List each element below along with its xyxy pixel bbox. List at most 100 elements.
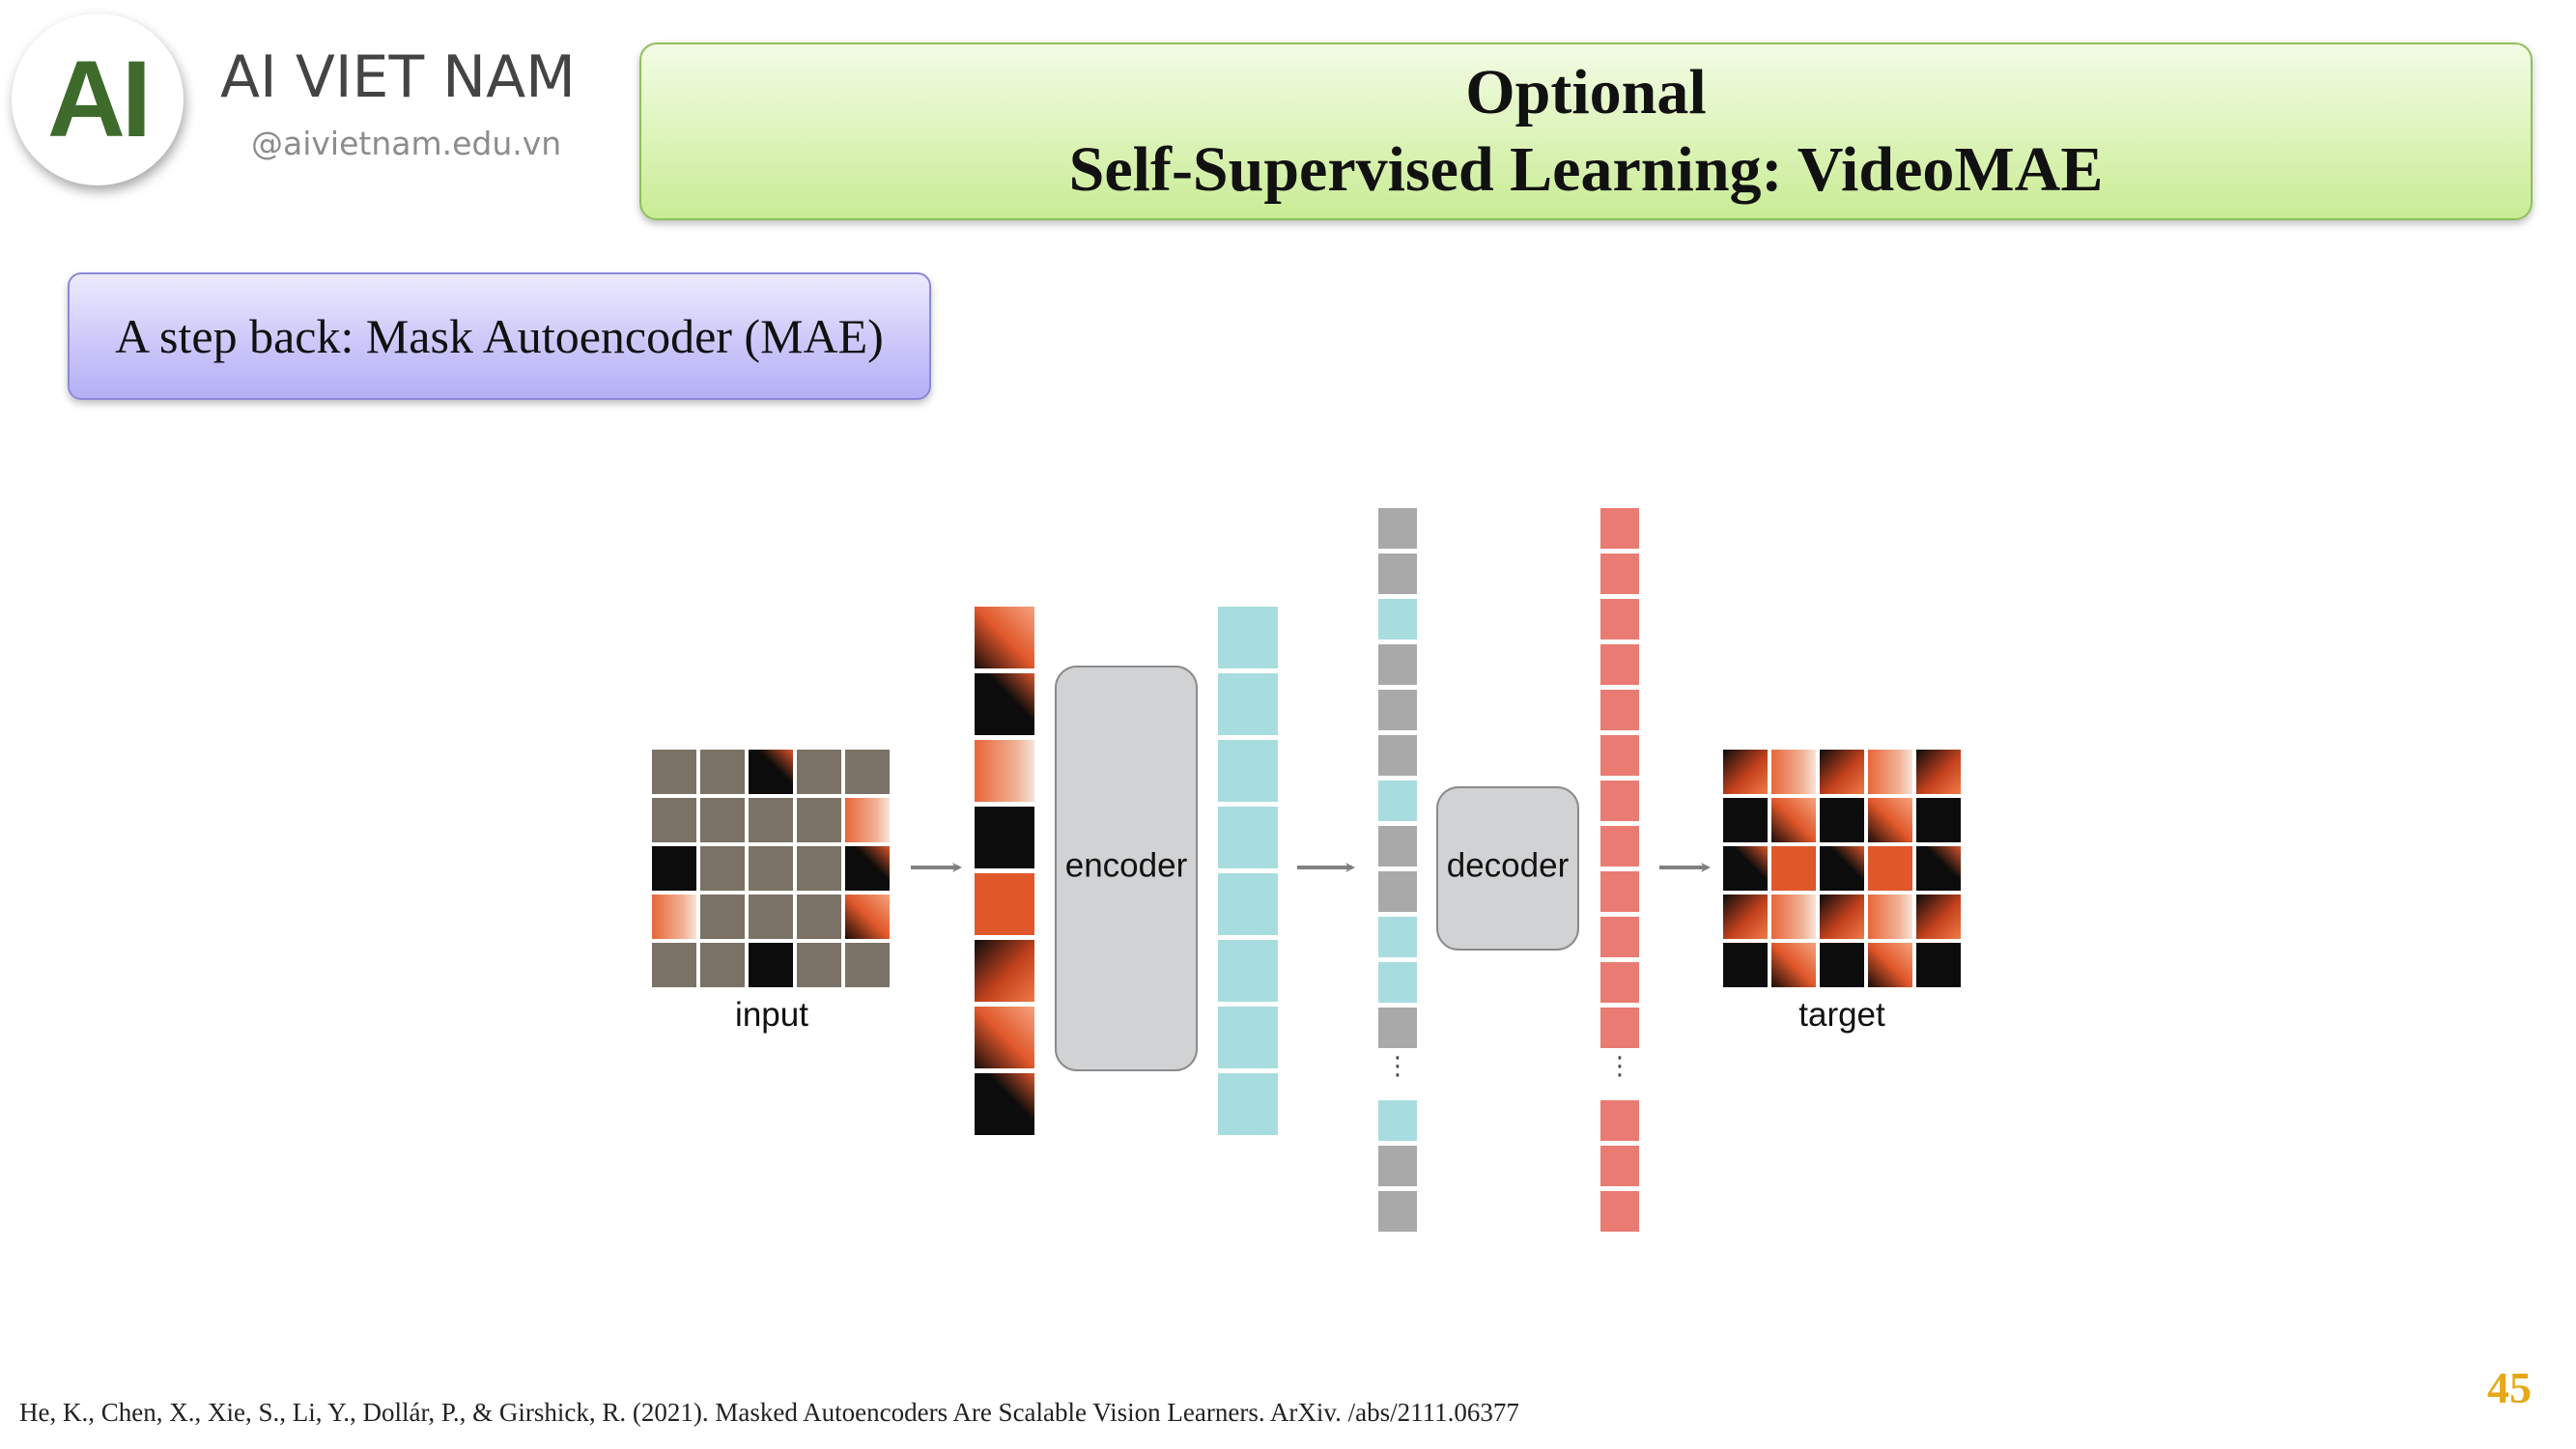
- decoded-tokens-column: [1600, 508, 1639, 1232]
- encoded-token: [1218, 607, 1278, 668]
- encoded-token: [1218, 740, 1278, 802]
- decoded-token: [1600, 508, 1639, 549]
- visible-patch: [652, 846, 696, 891]
- mask-token: [1378, 735, 1417, 776]
- target-patch: [1723, 798, 1768, 842]
- visible-patch: [845, 895, 890, 939]
- encoded-token: [1218, 1007, 1278, 1068]
- visible-patch: [652, 895, 696, 939]
- decoded-token: [1600, 554, 1639, 594]
- target-patch: [1916, 798, 1961, 842]
- target-patch: [1868, 846, 1912, 891]
- encoded-token: [1378, 917, 1417, 957]
- visible-patch: [749, 943, 793, 987]
- brand-name: AI VIET NAM: [220, 43, 576, 111]
- logo: AI: [12, 14, 184, 185]
- visible-patch-tile: [975, 673, 1034, 735]
- mask-token: [1378, 690, 1417, 730]
- encoded-tokens-column: [1218, 607, 1278, 1135]
- target-patch: [1916, 895, 1961, 939]
- masked-patch: [749, 798, 793, 842]
- mask-token: [1378, 871, 1417, 912]
- target-patch: [1771, 750, 1816, 794]
- masked-patch: [797, 846, 841, 891]
- target-patch: [1916, 943, 1961, 987]
- title-line-2: Self-Supervised Learning: VideoMAE: [1068, 134, 2104, 205]
- masked-patch: [700, 943, 745, 987]
- mask-token: [1378, 644, 1417, 685]
- target-patch: [1771, 846, 1816, 891]
- target-patch: [1820, 750, 1864, 794]
- target-patch: [1868, 943, 1912, 987]
- decoded-token: [1600, 1100, 1639, 1141]
- decoded-token: [1600, 690, 1639, 730]
- logo-text: AI: [47, 39, 152, 159]
- masked-patch: [700, 798, 745, 842]
- mask-token: [1378, 1146, 1417, 1186]
- input-image-grid: [652, 750, 890, 987]
- masked-patch: [797, 895, 841, 939]
- decoded-token: [1600, 826, 1639, 867]
- target-patch: [1868, 750, 1912, 794]
- mask-token: [1378, 826, 1417, 867]
- target-patch: [1723, 750, 1768, 794]
- decoder-block: [1436, 786, 1579, 951]
- target-patch: [1723, 846, 1768, 891]
- target-patch: [1771, 895, 1816, 939]
- visible-patch-tile: [975, 940, 1034, 1002]
- input-label: input: [735, 996, 808, 1034]
- decoded-token: [1600, 599, 1639, 639]
- masked-patch: [749, 895, 793, 939]
- masked-patch: [749, 846, 793, 891]
- target-patch: [1820, 895, 1864, 939]
- encoded-token: [1218, 673, 1278, 735]
- visible-patch-tile: [975, 1007, 1034, 1068]
- section-heading: A step back: Mask Autoencoder (MAE): [68, 272, 931, 400]
- visible-patch-tile: [975, 1073, 1034, 1135]
- visible-patch: [845, 798, 890, 842]
- decoder-label: decoder: [1447, 846, 1570, 884]
- full-token-sequence-column: [1378, 508, 1417, 1232]
- masked-patch: [797, 750, 841, 794]
- target-patch: [1868, 895, 1912, 939]
- masked-patch: [652, 750, 696, 794]
- target-patch: [1771, 798, 1816, 842]
- title-line-1: Optional: [1465, 57, 1707, 128]
- decoded-token: [1600, 735, 1639, 776]
- target-patch: [1723, 895, 1768, 939]
- masked-patch: [845, 943, 890, 987]
- masked-patch: [652, 798, 696, 842]
- encoded-token: [1378, 599, 1417, 639]
- decoded-token: [1600, 962, 1639, 1003]
- mask-token: [1378, 554, 1417, 594]
- encoded-token: [1378, 781, 1417, 821]
- brand-url: @aivietnam.edu.vn: [251, 125, 562, 162]
- encoded-token: [1218, 940, 1278, 1002]
- masked-patch: [797, 943, 841, 987]
- decoded-token: [1600, 871, 1639, 912]
- token-ellipsis-left: ⋮: [1385, 1052, 1410, 1081]
- target-label: target: [1798, 996, 1885, 1034]
- decoded-token: [1600, 1191, 1639, 1232]
- decoded-token: [1600, 644, 1639, 685]
- target-patch: [1820, 943, 1864, 987]
- target-patch: [1771, 943, 1816, 987]
- token-ellipsis-right: ⋮: [1607, 1052, 1632, 1081]
- target-patch: [1916, 846, 1961, 891]
- decoded-token: [1600, 1146, 1639, 1186]
- masked-patch: [797, 798, 841, 842]
- mask-token: [1378, 1008, 1417, 1048]
- visible-patch: [749, 750, 793, 794]
- encoder-label: encoder: [1065, 846, 1188, 884]
- encoded-token: [1218, 873, 1278, 935]
- citation: He, K., Chen, X., Xie, S., Li, Y., Dollá…: [19, 1398, 1519, 1427]
- encoded-token: [1218, 807, 1278, 868]
- visible-patch-tile: [975, 807, 1034, 868]
- encoded-token: [1218, 1073, 1278, 1135]
- encoder-block: [1055, 666, 1198, 1071]
- masked-patch: [845, 750, 890, 794]
- masked-patch: [700, 846, 745, 891]
- masked-patch: [700, 750, 745, 794]
- masked-patch: [700, 895, 745, 939]
